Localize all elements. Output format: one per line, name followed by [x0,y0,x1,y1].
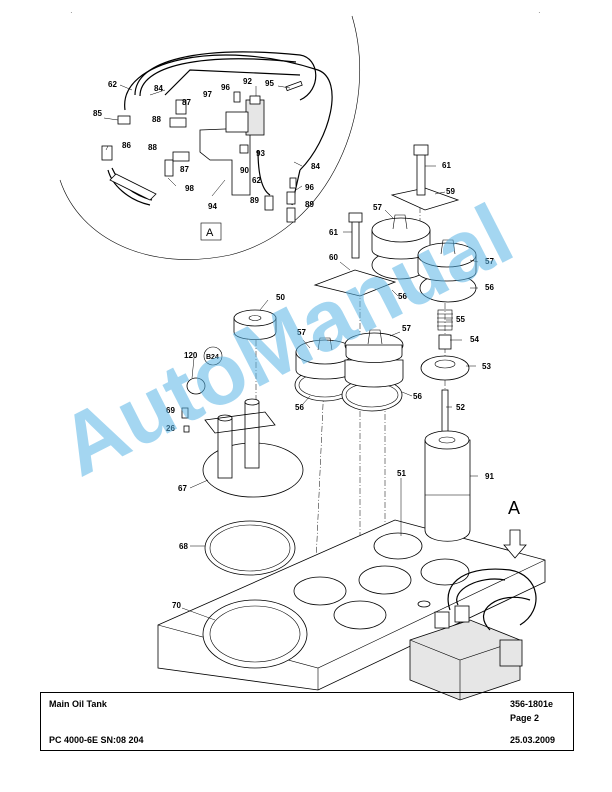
callout-61a: 61 [442,161,451,170]
lid-set-left [294,337,356,402]
callout-86: 86 [122,141,131,150]
callout-96a: 96 [221,83,230,92]
cover-plate-67 [202,398,304,498]
callout-96b: 96 [305,183,314,192]
callout-68: 68 [179,542,188,551]
title-block: Main Oil Tank 356-1801e Page 2 PC 4000-6… [40,692,574,751]
detail-a-label-box [200,222,222,241]
ring-68 [204,520,296,576]
view-arrow-a [503,529,527,559]
callout-54: 54 [470,335,479,344]
view-arrow-label: A [508,498,520,518]
callout-57a: 57 [373,203,382,212]
callout-67: 67 [178,484,187,493]
corner-mark: · [538,8,541,17]
detail-a-label: A [206,227,214,239]
callout-120: 120 [184,351,198,360]
machine-model: PC 4000-6E SN:08 204 [49,735,144,745]
callout-51: 51 [397,469,406,478]
main-callout-leaders [181,165,479,621]
valve-block [409,568,537,701]
detail-a-view [59,15,360,260]
callout-92: 92 [243,77,252,86]
gasket-70 [202,599,308,669]
bolt-61a [416,149,426,196]
callout-57c: 57 [297,328,306,337]
drawing-title: Main Oil Tank [49,699,107,709]
bolt-52 [441,389,449,436]
callout-60: 60 [329,253,338,262]
cap-50 [233,309,277,340]
callout-62b: 62 [252,176,261,185]
callout-57b: 57 [485,257,494,266]
callout-57d: 57 [402,324,411,333]
callout-52: 52 [456,403,465,412]
callout-84b: 84 [311,162,320,171]
callout-62a: 62 [108,80,117,89]
bracket-60 [313,269,397,297]
sensor-b24-badge [203,346,223,366]
callout-56c: 56 [295,403,304,412]
callout-56b: 56 [485,283,494,292]
bracket-59 [390,187,460,211]
callout-61b: 61 [329,228,338,237]
callout-b24: B24 [206,354,219,361]
solenoid-valve [245,99,265,136]
callout-69: 69 [166,406,175,415]
callout-91: 91 [485,472,494,481]
page-number: Page 2 [510,713,540,723]
callout-89b: 89 [305,200,314,209]
mounting-bracket [199,127,251,196]
callout-56a: 56 [398,292,407,301]
callout-55: 55 [456,315,465,324]
callout-56d: 56 [413,392,422,401]
plug-120 [186,377,206,395]
callout-87b: 87 [180,165,189,174]
callout-93: 93 [256,149,265,158]
callout-50: 50 [276,293,285,302]
callout-98: 98 [185,184,194,193]
valve-stack [420,309,470,436]
filter-element-91 [424,430,471,542]
callout-95: 95 [265,79,274,88]
top-right-parts [313,144,477,303]
issue-date: 25.03.2009 [510,735,556,745]
lid-set-middle [341,329,404,412]
callout-94: 94 [208,202,217,211]
callout-89a: 89 [250,196,259,205]
screw-69 [181,407,189,419]
washer-26 [183,425,190,433]
callout-97: 97 [203,90,212,99]
callout-70: 70 [172,601,181,610]
callout-90: 90 [240,166,249,175]
detail-a-callouts: 62 84 92 95 96 97 87 88 85 86 88 87 90 9… [93,77,320,211]
callout-26: 26 [166,424,175,433]
callout-84a: 84 [154,84,163,93]
callout-87a: 87 [182,98,191,107]
callout-88b: 88 [148,143,157,152]
main-callouts: 61 59 57 61 57 60 56 56 50 55 120 B24 57… [166,161,494,610]
callout-88a: 88 [152,115,161,124]
callout-85: 85 [93,109,102,118]
detail-a-boundary-arc [59,15,360,260]
callout-59: 59 [446,187,455,196]
callout-53: 53 [482,362,491,371]
document-number: 356-1801e [510,699,554,709]
corner-mark: · [70,8,73,17]
